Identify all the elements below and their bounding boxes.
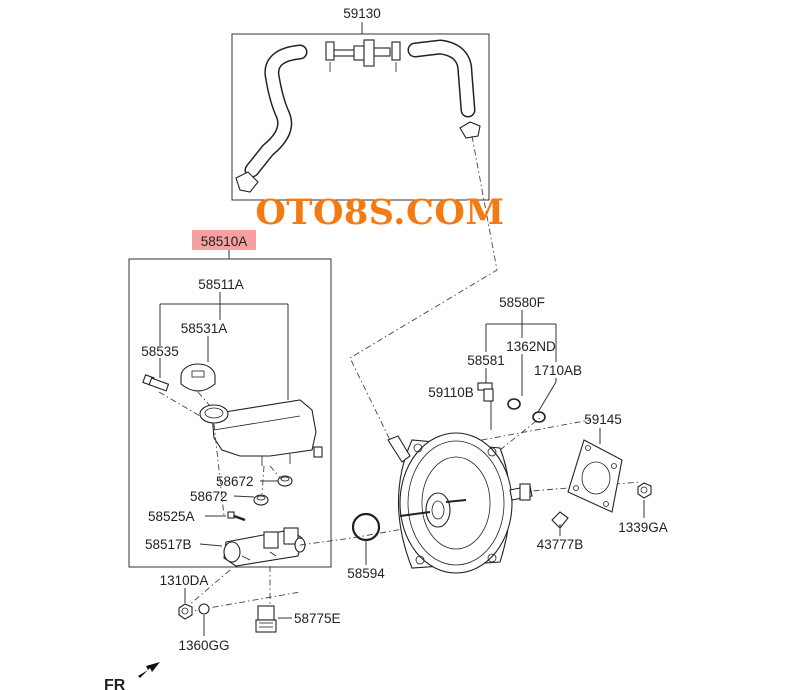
label-valve-kit: 58580F <box>499 295 545 310</box>
label-grommet-lower: 58672 <box>190 489 228 504</box>
brake-booster-part <box>387 432 533 574</box>
washer-part <box>198 603 210 615</box>
valve-kit-group <box>477 310 557 423</box>
screw-part <box>227 511 246 522</box>
watermark: OTO8S.COM <box>255 192 504 233</box>
hose-clamp-right <box>459 121 481 139</box>
label-pin: 58535 <box>141 344 179 359</box>
clip-part <box>551 511 569 536</box>
vacuum-hose-group <box>231 22 490 201</box>
label-valve: 58581 <box>467 353 505 368</box>
front-direction-arrow <box>138 662 160 678</box>
master-cylinder-group <box>128 230 332 568</box>
valve-part <box>477 382 494 402</box>
label-o-ring-ab: 1710AB <box>534 363 582 378</box>
master-cylinder-body-part <box>223 527 306 567</box>
label-booster: 59110B <box>428 385 474 400</box>
o-ring-ab-part <box>532 411 546 423</box>
nut-da-part <box>178 603 193 620</box>
label-reservoir-cap: 58531A <box>181 321 228 336</box>
label-plug: 58775E <box>294 611 341 626</box>
o-ring-part <box>351 512 381 542</box>
label-nut-ga: 1339GA <box>618 520 668 535</box>
grommet-lower-part <box>253 494 269 506</box>
label-clip: 43777B <box>537 537 584 552</box>
check-valve <box>325 39 401 72</box>
gasket-part <box>567 439 623 513</box>
hose-clamp-left <box>235 171 259 193</box>
label-grommet-upper: 58672 <box>216 474 254 489</box>
highlight-box <box>192 230 256 250</box>
master-cylinder-frame <box>128 258 332 568</box>
label-direction: FR <box>104 677 126 690</box>
grommet-nd-part <box>507 398 521 410</box>
plug-part <box>255 605 277 633</box>
label-screw: 58525A <box>148 509 195 524</box>
reservoir-body <box>199 399 323 466</box>
label-washer: 1360GG <box>178 638 229 653</box>
hose-routing-line <box>349 135 498 441</box>
reservoir-cap-part <box>180 363 216 392</box>
label-o-ring: 58594 <box>347 566 385 581</box>
label-nut-da: 1310DA <box>160 573 209 588</box>
reservoir-pin-part <box>142 374 170 392</box>
nut-ga-part <box>637 482 652 499</box>
label-reservoir-assy: 58511A <box>198 277 244 292</box>
label-master-cyl-body: 58517B <box>145 537 192 552</box>
label-grommet-nd: 1362ND <box>506 339 556 354</box>
label-gasket: 59145 <box>584 412 622 427</box>
hose-group-frame <box>231 33 490 201</box>
label-master-cyl-assy: 58510A <box>201 234 248 249</box>
label-hose-assy: 59130 <box>343 6 381 21</box>
